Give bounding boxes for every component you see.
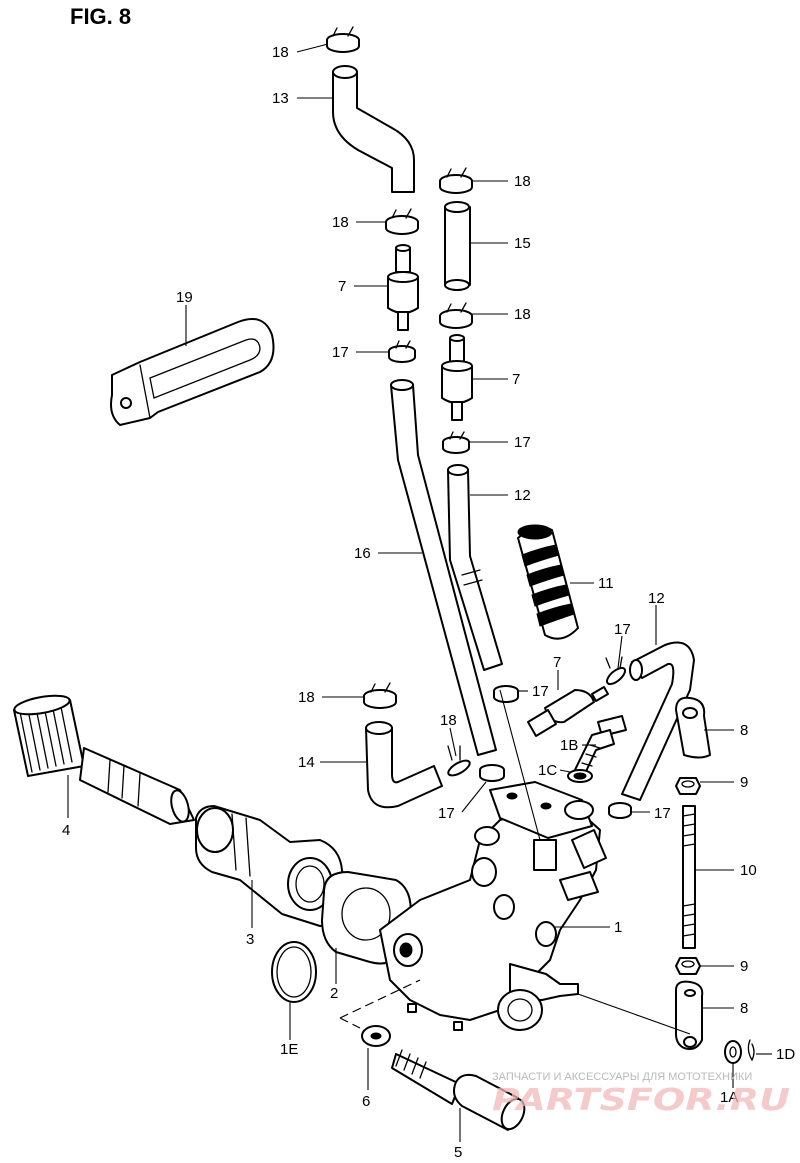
label-17: 17 [614,621,631,638]
hose-clamp-17-lower-right [608,802,632,819]
label-17: 17 [532,683,549,700]
drive-gear-shaft-4 [13,694,195,825]
label-7: 7 [338,278,346,295]
hose-16-long [390,379,497,756]
label-7: 7 [512,371,520,388]
label-12: 12 [648,590,665,607]
hose-13-bent [332,65,415,193]
label-1: 1 [614,919,622,936]
label-1C: 1C [538,762,557,779]
label-15: 15 [514,235,531,252]
callout-labels: 18 13 18 18 15 7 18 19 17 7 17 12 16 11 … [62,44,795,1161]
label-17: 17 [438,805,455,822]
label-17: 17 [654,805,671,822]
bracket-19 [110,318,275,426]
label-11: 11 [598,575,614,592]
assembly-guide-lines [339,689,691,1035]
watermark-caption: ЗАПЧАСТИ И АКСЕССУАРЫ ДЛЯ МОТОТЕХНИКИ [492,1071,752,1083]
hose-clamp-17-upper-right [605,656,627,686]
washer-1A [724,1040,742,1064]
label-16: 16 [354,545,371,562]
o-ring-1E [271,941,317,1003]
label-10: 10 [740,862,757,879]
elbow-joint-8-lower [675,980,704,1050]
hose-12-lower-curved [621,641,695,801]
oil-pump-body-1 [379,781,607,1031]
nut-9-upper [675,777,701,795]
leader-lines [67,43,772,1142]
label-17: 17 [332,344,349,361]
label-1D: 1D [776,1046,795,1063]
label-18: 18 [514,306,531,323]
label-18: 18 [272,44,289,61]
label-5: 5 [454,1144,462,1161]
washer-1C [567,769,593,783]
label-17: 17 [514,434,531,451]
label-4: 4 [62,822,70,839]
label-18: 18 [298,689,315,706]
label-2: 2 [330,985,338,1002]
label-18: 18 [514,173,531,190]
elbow-joint-8-upper [675,696,711,759]
label-9: 9 [740,958,748,975]
hose-clamp-18-left-mid [385,208,419,235]
fuel-filter-7-left [387,244,419,331]
label-6: 6 [362,1093,370,1110]
spring-guard-11 [517,524,579,640]
label-1A: 1A [720,1089,738,1106]
stud-10 [682,805,696,949]
hose-clamp-17-lower [479,764,505,782]
watermark-brand: PARTSFOR.RU [492,1083,790,1118]
hose-clamp-18-lower-left [363,682,397,709]
label-9: 9 [740,774,748,791]
hose-12-upper [447,464,503,671]
pump-shaft-5 [391,1049,526,1131]
label-14: 14 [298,754,315,771]
label-18: 18 [332,214,349,231]
fuel-filter-7-angled [527,686,609,737]
hose-clamp-18-small [447,745,471,777]
hose-clamp-17-right [442,431,470,454]
label-8: 8 [740,1000,748,1017]
bolt-1B [571,715,627,781]
hose-clamp-17-left [388,340,416,363]
nut-9-lower [675,957,701,975]
label-13: 13 [272,90,289,107]
hose-clamp-18-right-mid [439,302,473,329]
hose-15-straight [444,201,471,291]
hose-clamp-17-mid [493,685,519,703]
cotter-clip-1D [747,1039,755,1062]
label-18: 18 [440,712,457,729]
hose-14-elbow [365,721,443,809]
figure-title: FIG. 8 [70,4,131,29]
label-3: 3 [246,931,254,948]
washer-6 [361,1025,391,1047]
hose-clamp-18-right-top [439,167,473,194]
hose-clamp-18-top [326,26,360,53]
fuel-filter-7-right [441,334,473,421]
label-7: 7 [553,654,561,671]
label-1E: 1E [280,1041,298,1058]
watermark: ЗАПЧАСТИ И АКСЕССУАРЫ ДЛЯ МОТОТЕХНИКИ PA… [492,1071,790,1118]
label-12: 12 [514,487,531,504]
label-19: 19 [176,289,193,306]
label-1B: 1B [560,737,578,754]
label-8: 8 [740,722,748,739]
